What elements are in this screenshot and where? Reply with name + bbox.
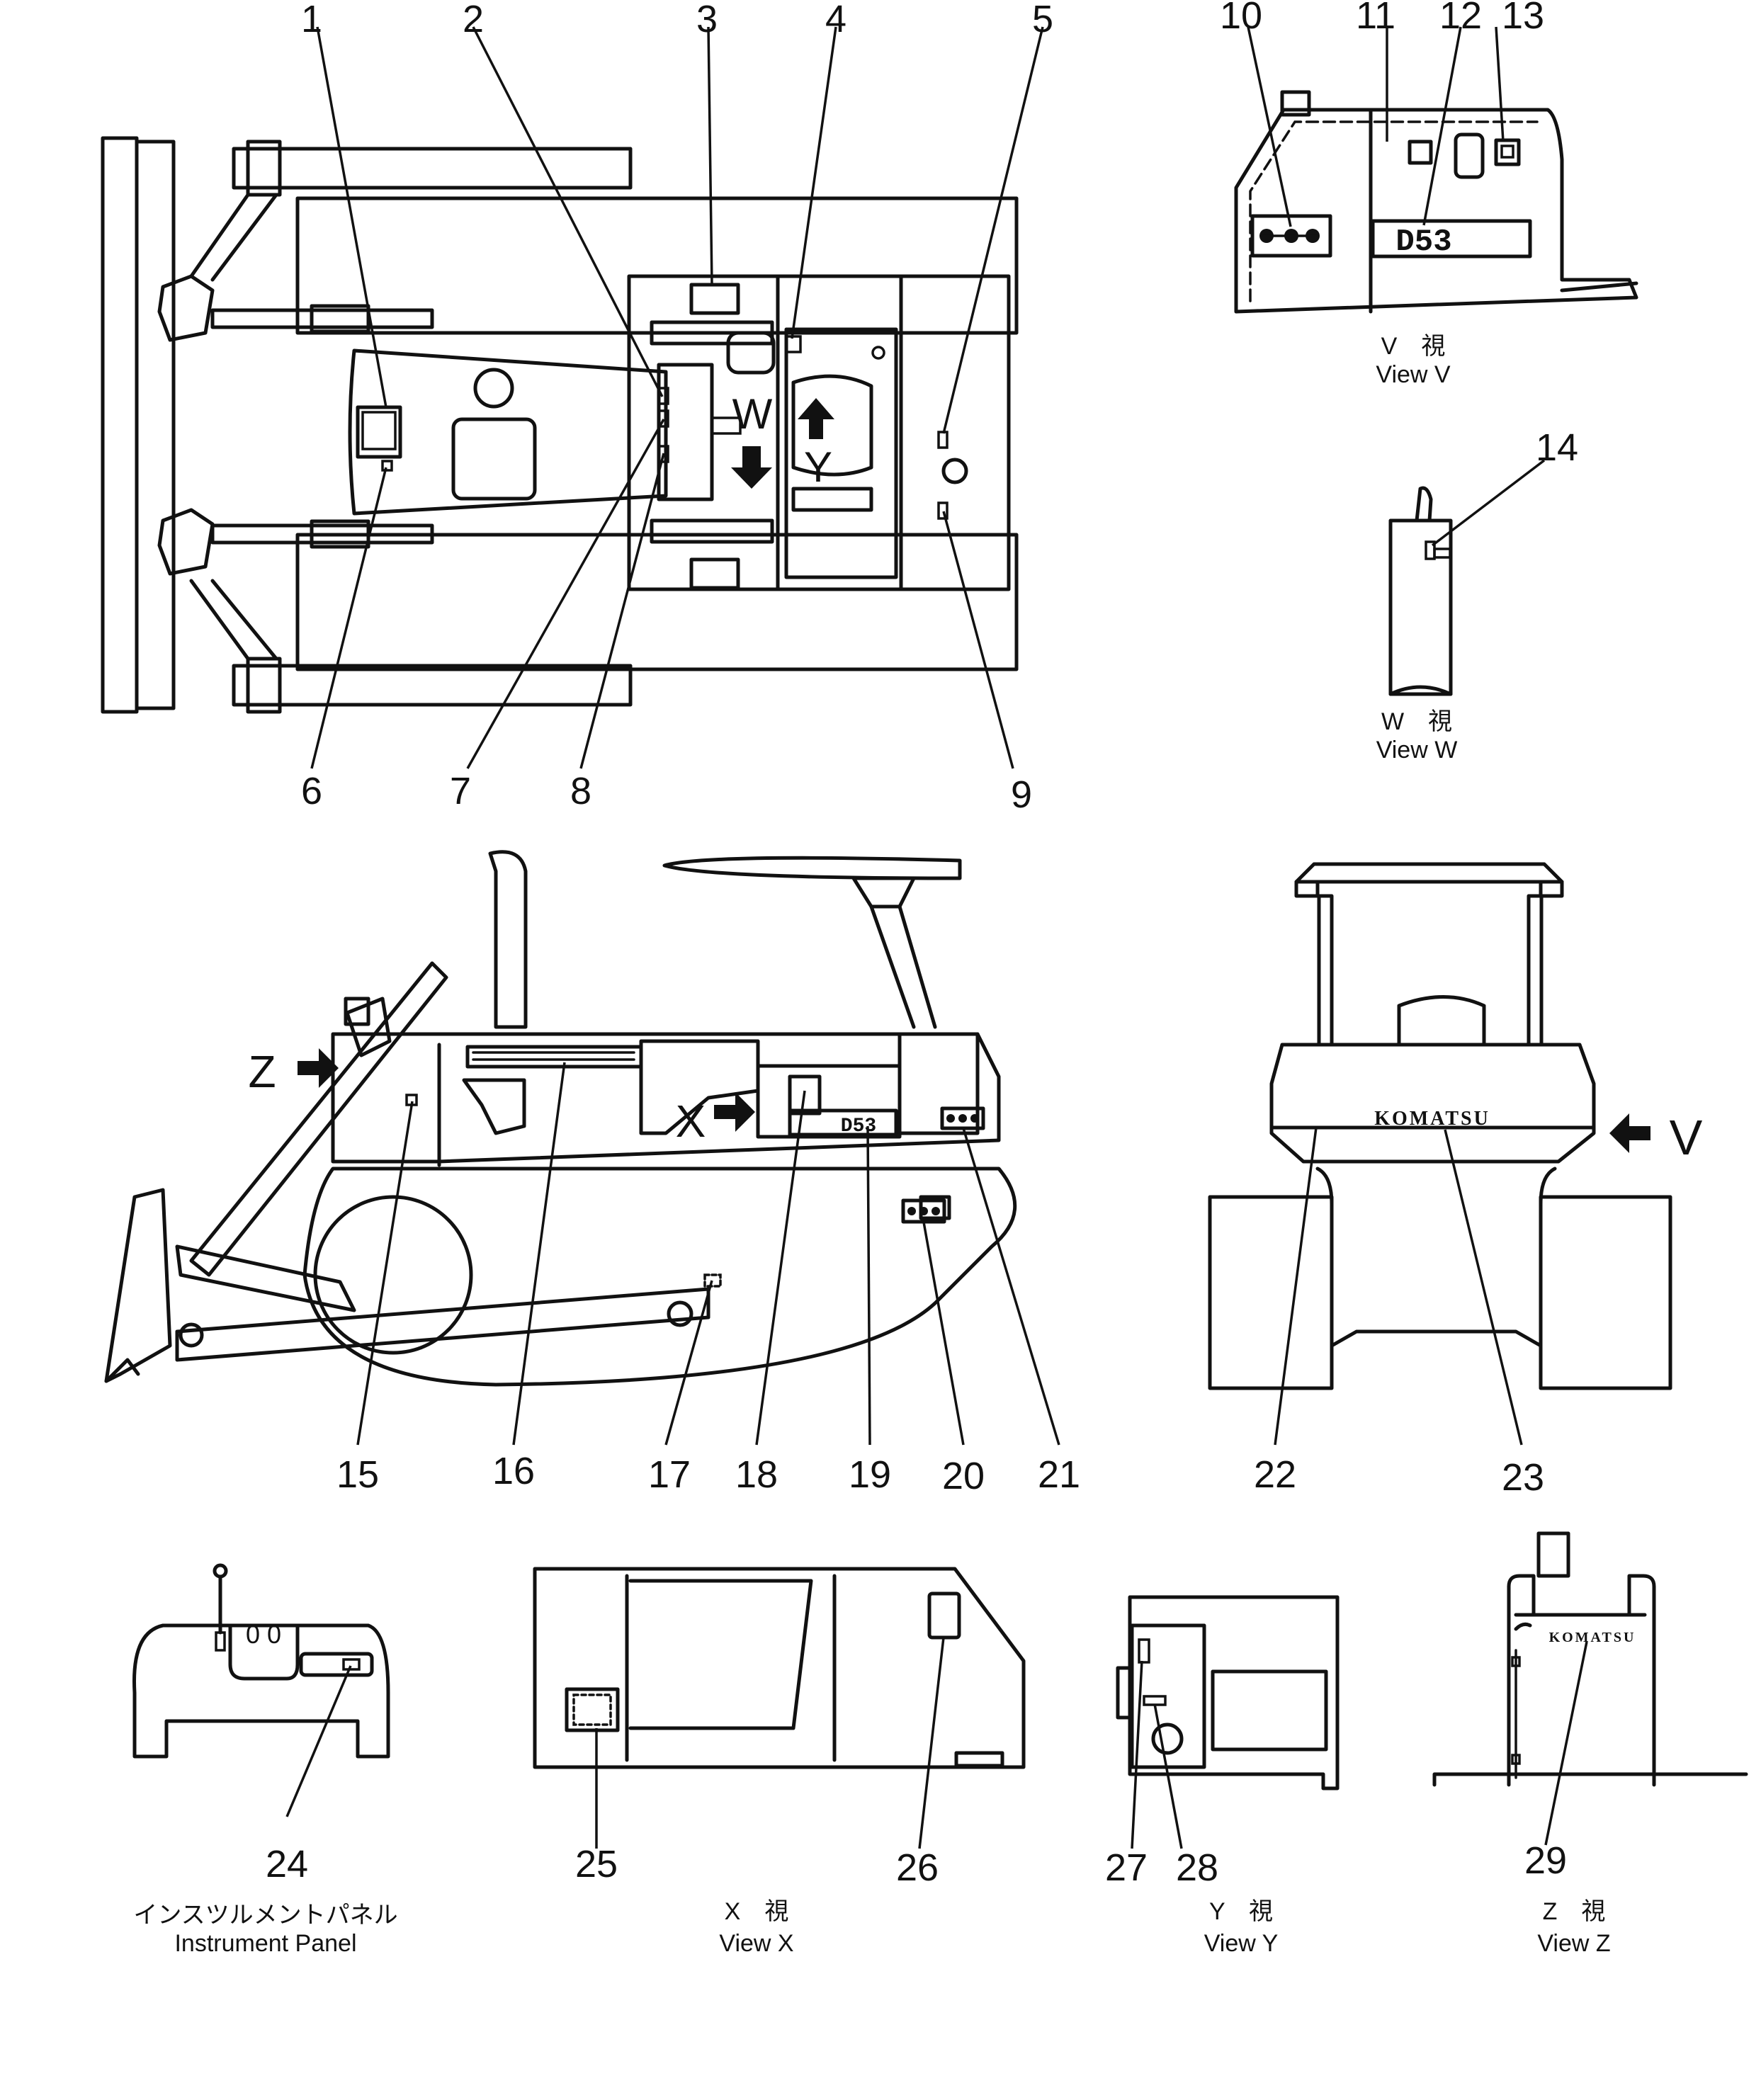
callout-17: 17 xyxy=(648,1453,691,1496)
side-view: D53 Z X xyxy=(104,850,1017,1387)
top-view-leaders xyxy=(310,26,1044,769)
svg-text:0 0: 0 0 xyxy=(246,1620,281,1649)
callout-numbers: 1 2 3 4 5 6 7 8 9 10 11 12 13 14 15 16 1… xyxy=(266,0,1578,1889)
view-w: W 視 View W xyxy=(1376,459,1546,764)
callout-1: 1 xyxy=(301,0,322,40)
callout-13: 13 xyxy=(1502,0,1544,37)
callout-28: 28 xyxy=(1176,1846,1218,1889)
callout-29: 29 xyxy=(1524,1839,1567,1882)
top-view: W Y xyxy=(101,136,1019,714)
side-view-leaders xyxy=(356,1062,1060,1446)
komatsu-decal-view-z: KOMATSU xyxy=(1549,1630,1636,1645)
view-w-caption-jp: W 視 xyxy=(1381,708,1452,735)
view-z: KOMATSU Z 視 View Z xyxy=(1432,1531,1748,1957)
model-decal-side: D53 xyxy=(841,1116,876,1137)
callout-10: 10 xyxy=(1220,0,1262,37)
view-z-caption-en: View Z xyxy=(1537,1930,1610,1957)
callout-14: 14 xyxy=(1536,426,1578,469)
instrument-panel-caption-en: Instrument Panel xyxy=(174,1930,356,1957)
view-y-caption-jp: Y 視 xyxy=(1209,1898,1273,1925)
callout-2: 2 xyxy=(463,0,484,40)
callout-7: 7 xyxy=(450,770,471,812)
callout-18: 18 xyxy=(735,1453,778,1496)
view-marker-y: Y xyxy=(804,443,832,491)
view-w-caption-en: View W xyxy=(1376,737,1458,764)
callout-22: 22 xyxy=(1254,1453,1296,1496)
view-v-caption-en: View V xyxy=(1376,361,1451,388)
callout-3: 3 xyxy=(696,0,718,40)
view-y: Y 視 View Y xyxy=(1116,1595,1340,1957)
view-v-caption-jp: V 視 xyxy=(1381,333,1446,360)
callout-16: 16 xyxy=(492,1450,535,1492)
callout-25: 25 xyxy=(575,1843,618,1885)
view-marker-x: X xyxy=(676,1096,706,1147)
model-decal-view-v: D53 xyxy=(1395,225,1451,260)
callout-9: 9 xyxy=(1011,773,1032,816)
view-v: D53 V 視 View V xyxy=(1234,26,1638,388)
callout-4: 4 xyxy=(825,0,846,40)
komatsu-decal-rear: KOMATSU xyxy=(1374,1108,1490,1130)
callout-21: 21 xyxy=(1038,1453,1080,1496)
callout-19: 19 xyxy=(849,1453,891,1496)
callout-26: 26 xyxy=(896,1846,939,1889)
view-y-caption-en: View Y xyxy=(1204,1930,1279,1957)
rear-view: KOMATSU V xyxy=(1208,862,1703,1446)
view-marker-w: W xyxy=(732,390,773,438)
callout-15: 15 xyxy=(336,1453,379,1496)
dots-decal-icon xyxy=(1259,229,1320,243)
callout-11: 11 xyxy=(1356,0,1395,37)
instrument-panel-view: 0 0 インスツルメントパネル Instrument Panel xyxy=(132,1563,398,1957)
callout-5: 5 xyxy=(1032,0,1053,40)
callout-23: 23 xyxy=(1502,1456,1544,1499)
callout-24: 24 xyxy=(266,1843,308,1885)
callout-6: 6 xyxy=(301,770,322,812)
view-marker-v: V xyxy=(1670,1110,1703,1165)
view-x: X 視 View X xyxy=(533,1567,1026,1957)
view-x-caption-en: View X xyxy=(719,1930,793,1957)
view-marker-z: Z xyxy=(248,1046,276,1097)
callout-12: 12 xyxy=(1439,0,1482,37)
callout-27: 27 xyxy=(1105,1846,1148,1889)
view-z-caption-jp: Z 視 xyxy=(1543,1898,1606,1925)
callout-20: 20 xyxy=(942,1455,985,1497)
view-x-caption-jp: X 視 xyxy=(725,1898,789,1925)
callout-8: 8 xyxy=(570,770,591,812)
instrument-panel-caption-jp: インスツルメントパネル xyxy=(133,1902,397,1929)
